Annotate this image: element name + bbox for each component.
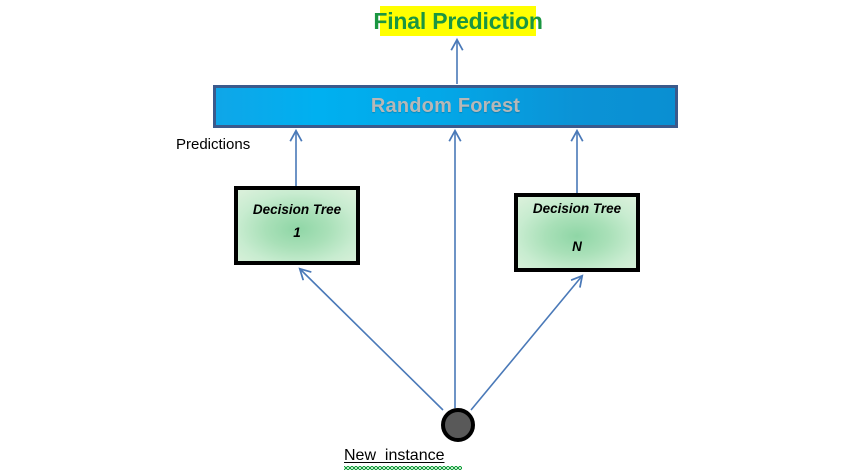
predictions-caption: Predictions: [176, 136, 251, 153]
decision-tree-1-index: 1: [293, 225, 301, 240]
decision-tree-1-box: Decision Tree 1: [234, 186, 360, 265]
arrow-instance-to-treen: [470, 276, 582, 411]
decision-tree-n-title: Decision Tree: [532, 200, 622, 216]
arrow-instance-to-tree1: [300, 269, 444, 411]
random-forest-bar: Random Forest: [213, 85, 678, 128]
new-instance-caption: New_instance: [344, 447, 445, 464]
decision-tree-n-index: N: [572, 238, 582, 254]
random-forest-label: Random Forest: [370, 95, 521, 117]
new-instance-node: [441, 408, 475, 442]
final-prediction-title: Final Prediction: [373, 6, 543, 36]
decision-tree-n-box: Decision Tree N: [514, 193, 640, 272]
decision-tree-1-title: Decision Tree: [252, 202, 342, 218]
spellcheck-underline-icon: [344, 466, 462, 470]
